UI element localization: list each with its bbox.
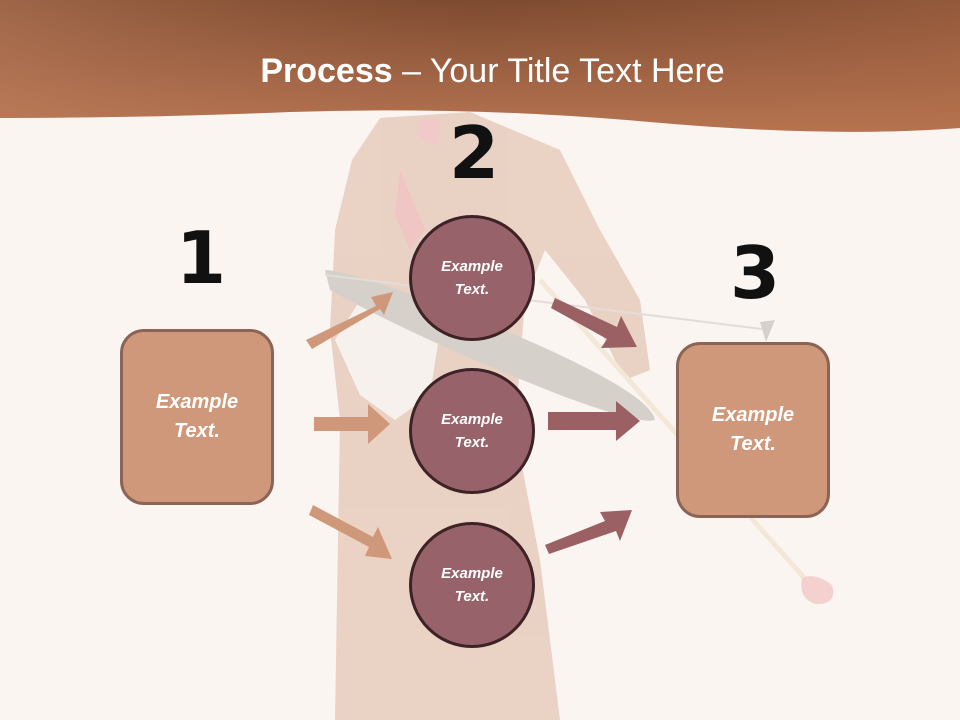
arrow-1-to-2b [314,404,390,444]
arrow-2b-to-3 [548,401,640,441]
step-number-3: 3 [730,231,781,315]
step-3-box: Example Text. [676,342,830,518]
step-2-circle-2: Example Text. [409,368,535,494]
left-arrows [306,292,393,559]
circle-3-text: Example Text. [441,565,503,605]
arrow-2c-to-3 [545,510,632,554]
step-1-text: Example Text. [155,391,239,442]
step-number-2: 2 [449,111,500,195]
title-bold: Process [260,52,393,90]
circle-1-text: Example Text. [441,258,503,298]
arrow-2a-to-3 [551,298,637,348]
arrow-1-to-2c [309,505,392,559]
right-arrows [545,298,640,554]
step-number-1: 1 [176,216,227,300]
step-2-circle-3: Example Text. [409,522,535,648]
title-rest: – Your Title Text Here [392,52,725,90]
arrow-1-to-2a [306,292,393,349]
step-1-box: Example Text. [120,329,274,505]
step-2-circle-1: Example Text. [409,215,535,341]
circle-2-text: Example Text. [441,411,503,451]
slide-title: Process – Your Title Text Here [0,52,960,91]
step-3-text: Example Text. [711,404,795,455]
